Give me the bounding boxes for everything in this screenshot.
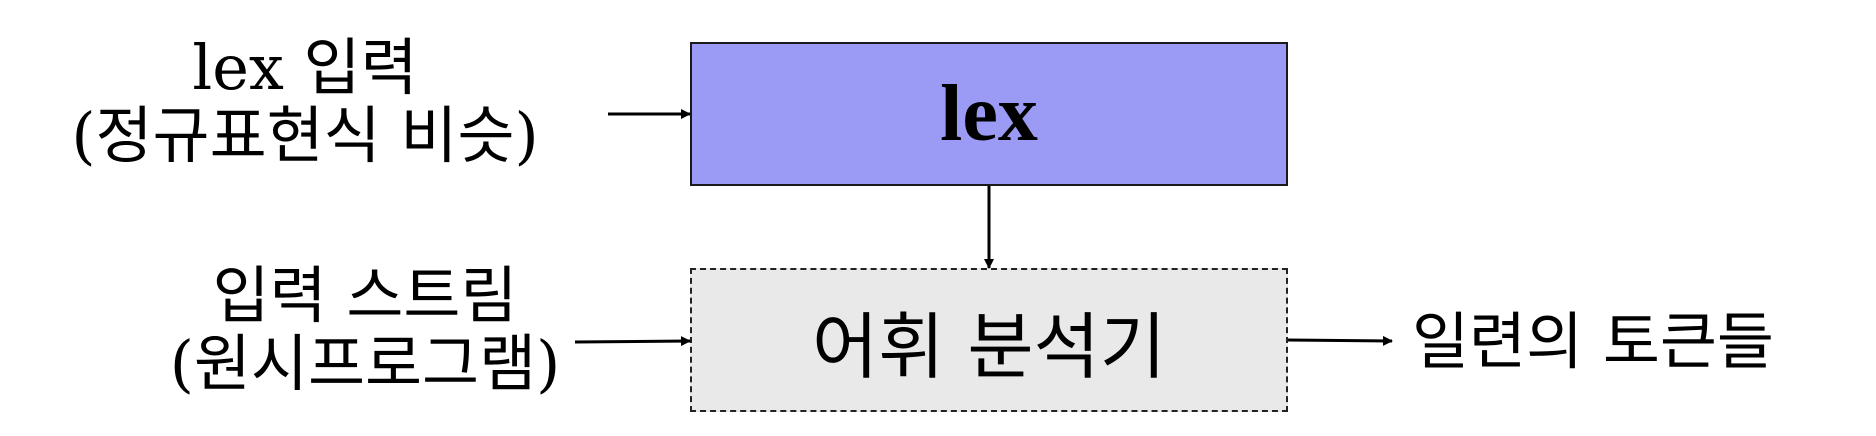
lex-box-label: lex xyxy=(940,69,1038,158)
tokens-output-label: 일련의 토큰들 xyxy=(1412,308,1872,376)
lex-input-line1: lex 입력 xyxy=(192,31,418,104)
arrow-lexer-to-tokens xyxy=(1287,335,1393,346)
lex-box: lex xyxy=(690,42,1288,186)
lex-input-line2: (정규표현식 비슷) xyxy=(71,99,539,172)
input-stream-line1: 입력 스트림 xyxy=(212,259,518,332)
input-stream-line2: (원시프로그램) xyxy=(169,327,561,400)
lex-input-label: lex 입력 (정규표현식 비슷) xyxy=(10,34,600,170)
input-stream-label: 입력 스트림 (원시프로그램) xyxy=(120,262,610,398)
lexical-analyzer-box: 어휘 분석기 xyxy=(690,268,1288,412)
lexical-analyzer-label: 어휘 분석기 xyxy=(811,304,1167,389)
tokens-output-text: 일련의 토큰들 xyxy=(1412,305,1774,378)
arrow-stream-to-lexer xyxy=(574,336,691,347)
